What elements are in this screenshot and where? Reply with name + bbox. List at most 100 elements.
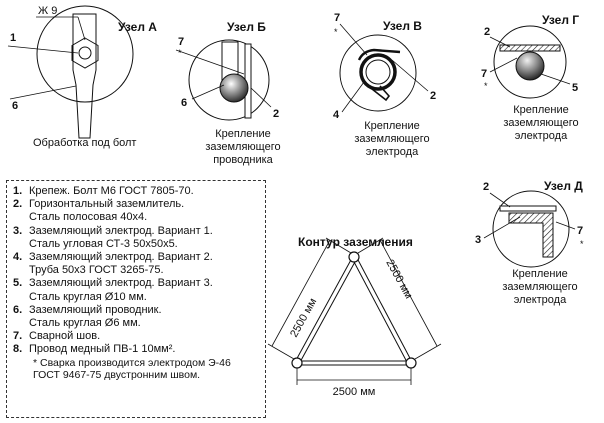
legend-item-text: Горизонтальный заземлитель. <box>29 198 185 211</box>
legend-item-text: Сталь угловая СТ-3 50x50x5. <box>29 237 178 250</box>
node-g-callout-7: 7 <box>481 68 487 80</box>
legend-note-2: ГОСТ 9467-75 двустронним швом. <box>33 369 201 382</box>
node-g-caption-3: электрода <box>515 130 568 142</box>
legend-item-number: 4. <box>13 251 23 264</box>
node-d-star: * <box>580 239 584 249</box>
node-a-caption: Обработка под болт <box>33 137 136 149</box>
node-v-star: * <box>334 27 338 37</box>
node-v-callout-4-leader <box>341 81 365 113</box>
legend-item-cont: Труба 50x3 ГОСТ 3265-75. <box>13 264 261 277</box>
legend-item-text: Заземляющий электрод. Вариант 2. <box>29 251 213 264</box>
node-v-caption-1: Крепление <box>364 120 419 132</box>
node-v: Узел В 7 * 4 2 Крепление заземляющего эл… <box>333 12 436 158</box>
node-d-callout-7: 7 <box>577 225 583 237</box>
legend-item-number: 2. <box>13 198 23 211</box>
contour-base-label: 2500 мм <box>333 386 376 398</box>
node-b-star: * <box>178 48 182 58</box>
node-g-caption-1: Крепление <box>513 104 568 116</box>
node-g-star: * <box>484 81 488 91</box>
legend-item-number: 6. <box>13 303 23 316</box>
legend-item: 5. Заземляющий электрод. Вариант 3. <box>13 277 261 290</box>
contour-left-side <box>294 257 353 363</box>
node-d-strip <box>499 205 557 212</box>
node-v-callout-2: 2 <box>430 90 436 102</box>
legend-item-number: 3. <box>13 224 23 237</box>
legend-item-cont: Сталь круглая Ø10 мм. <box>13 291 261 304</box>
node-d-title: Узел Д <box>544 179 583 193</box>
legend-item: 3. Заземляющий электрод. Вариант 1. <box>13 225 261 238</box>
node-d-callout-7-leader <box>555 221 576 230</box>
node-v-pipe-inner <box>365 59 391 85</box>
node-a-callout-6-leader <box>9 85 77 100</box>
node-a-frame <box>36 5 134 103</box>
node-v-strip <box>357 48 401 61</box>
node-v-callout-4: 4 <box>333 109 340 121</box>
node-a: Узел А Ж 9 1 6 Обработка под болт <box>7 5 157 149</box>
node-g-callout-2: 2 <box>484 26 490 38</box>
contour-title: Контур заземления <box>298 235 413 249</box>
node-g-rod-section <box>515 51 545 81</box>
legend-item: 6. Заземляющий проводник. <box>13 304 261 317</box>
node-a-bolt-head <box>71 37 99 69</box>
node-b-callout-2-leader <box>250 87 272 108</box>
legend-item-text: Провод медный ПВ-1 10мм². <box>29 343 176 356</box>
node-v-callout-2-leader <box>391 59 429 92</box>
node-g-callout-2-leader <box>489 36 511 48</box>
node-b: Узел Б 7 * 6 2 Крепление заземляющего пр… <box>175 20 281 166</box>
node-d-callout-3-leader <box>483 216 521 239</box>
legend-item-cont: Сталь полосовая 40x4. <box>13 211 261 224</box>
node-g-title: Узел Г <box>542 13 579 27</box>
contour-left-label: 2500 мм <box>288 296 319 339</box>
contour-left-dimension-line <box>271 239 331 347</box>
legend-item-number: 8. <box>13 343 23 356</box>
contour-electrode-left <box>291 357 303 369</box>
legend-box: 1. Крепеж. Болт М6 ГОСТ 7805-70. 2. Гори… <box>6 180 266 418</box>
node-g-callout-5: 5 <box>572 82 578 94</box>
legend-item-text: Сталь полосовая 40x4. <box>29 211 148 224</box>
contour-left-ext-2 <box>325 237 352 254</box>
contour-right-side <box>356 257 413 363</box>
node-b-callout-6: 6 <box>181 97 187 109</box>
node-a-callout-6: 6 <box>12 100 18 112</box>
node-a-callout-1: 1 <box>10 32 16 44</box>
node-b-caption-1: Крепление <box>215 128 270 140</box>
node-g: Узел Г 2 7 * 5 Крепление заземляющего эл… <box>481 13 579 142</box>
node-d-callout-2: 2 <box>483 181 489 193</box>
node-b-callout-6-leader <box>191 84 225 100</box>
node-b-rod-section <box>219 73 249 103</box>
node-v-title: Узел В <box>383 19 422 33</box>
node-g-strip <box>499 44 561 52</box>
legend-note-1: * Сварка производится электродом Э-46 <box>33 356 231 369</box>
legend-item-text: Труба 50x3 ГОСТ 3265-75. <box>29 264 164 277</box>
node-b-caption-3: проводника <box>213 154 273 166</box>
contour-right-ext-2 <box>414 343 442 360</box>
node-a-size-label: Ж 9 <box>38 5 57 17</box>
node-d-callout-3: 3 <box>475 234 481 246</box>
node-b-callout-7-leader <box>175 49 245 75</box>
contour-right-side-2 <box>352 259 409 365</box>
node-v-callout-7-leader <box>339 23 368 56</box>
node-v-caption-3: электрода <box>366 146 419 158</box>
node-g-frame <box>493 25 567 99</box>
node-d: Узел Д 2 3 7 * Крепление заземляющего эл… <box>475 179 584 306</box>
contour-right-label: 2500 мм <box>383 258 414 301</box>
legend-item-text: Заземляющий электрод. Вариант 3. <box>29 277 213 290</box>
node-d-caption-3: электрода <box>514 294 567 306</box>
node-a-bolt-hole <box>78 46 92 60</box>
node-b-title: Узел Б <box>227 20 266 34</box>
contour-electrode-top <box>348 251 360 263</box>
node-b-callout-7: 7 <box>178 36 184 48</box>
legend-item: 2. Горизонтальный заземлитель. <box>13 198 261 211</box>
node-g-callout-5-leader <box>540 73 571 85</box>
node-d-callout-2-leader <box>489 192 511 208</box>
legend-item-cont: Сталь угловая СТ-3 50x50x5. <box>13 238 261 251</box>
node-v-pipe-section <box>359 53 397 91</box>
node-a-size-leader-2 <box>77 16 86 41</box>
legend-item: 8. Провод медный ПВ-1 10мм². <box>13 343 261 356</box>
node-d-caption-2: заземляющего <box>502 281 577 293</box>
node-a-strip <box>72 13 97 139</box>
contour-left-side-2 <box>298 259 357 365</box>
legend-item: 7. Сварной шов. <box>13 330 261 343</box>
legend-item-number: 5. <box>13 277 23 290</box>
